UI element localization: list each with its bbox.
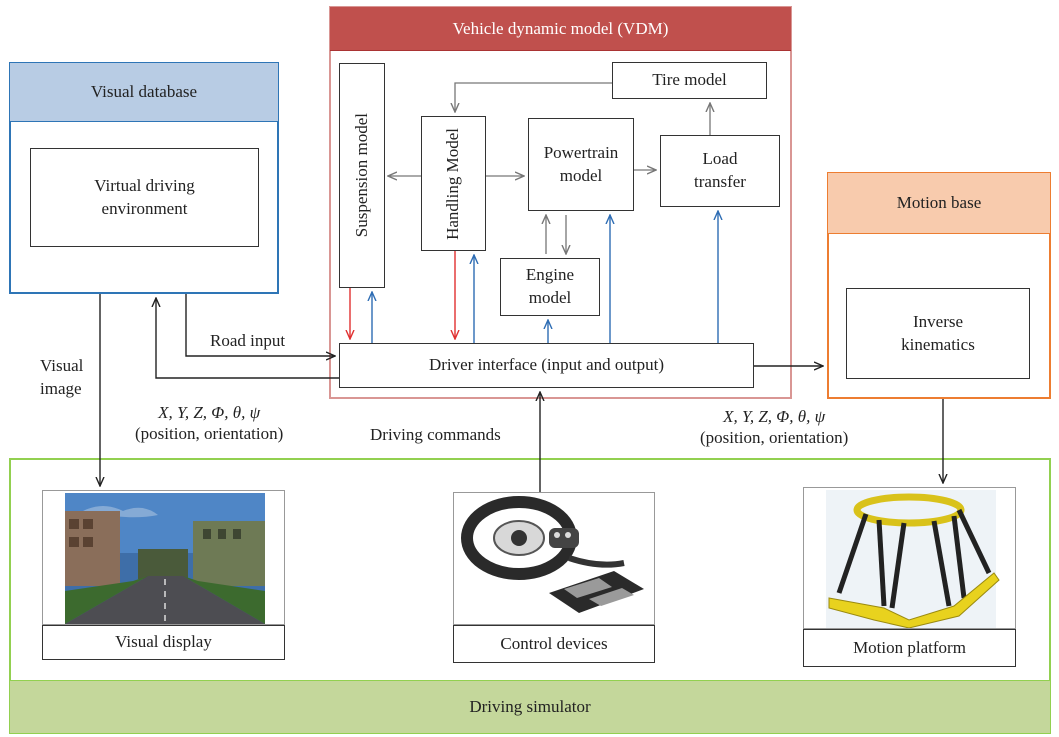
motion-base-title: Motion base bbox=[896, 193, 982, 212]
coords-right-values: X, Y, Z, Φ, θ, ψ bbox=[723, 407, 826, 426]
suspension-model-box: Suspension model bbox=[339, 63, 385, 288]
visual-database-header: Visual database bbox=[10, 63, 278, 122]
powertrain-model-box: Powertrain model bbox=[528, 118, 634, 211]
blue-arrows bbox=[372, 211, 718, 343]
driving-commands-label: Driving commands bbox=[370, 425, 501, 444]
motion-platform-box: Motion platform bbox=[803, 629, 1016, 667]
load-transfer-label: Load transfer bbox=[694, 149, 746, 191]
coords-left-sub: (position, orientation) bbox=[135, 424, 284, 444]
virtual-driving-environment-label: Virtual driving environment bbox=[94, 175, 195, 218]
motion-platform-image bbox=[803, 487, 1016, 629]
visual-image-label: Visual image bbox=[40, 356, 84, 398]
visual-display-image bbox=[42, 490, 285, 625]
vdm-title: Vehicle dynamic model (VDM) bbox=[452, 18, 669, 38]
driver-interface-label: Driver interface (input and output) bbox=[428, 355, 665, 375]
engine-model-label: Engine model bbox=[525, 265, 575, 307]
engine-model-box: Engine model bbox=[500, 258, 600, 316]
inverse-kinematics-label: Inverse kinematics bbox=[901, 311, 975, 354]
vdm-internal-arrows bbox=[388, 82, 710, 254]
inverse-kinematics-box: Inverse kinematics bbox=[846, 288, 1030, 379]
motion-base-header: Motion base bbox=[828, 173, 1050, 234]
driver-interface-box: Driver interface (input and output) bbox=[339, 343, 754, 388]
control-devices-box: Control devices bbox=[453, 625, 655, 663]
driving-simulator-container bbox=[9, 458, 1051, 734]
visual-display-label: Visual display bbox=[115, 632, 212, 652]
load-transfer-box: Load transfer bbox=[660, 135, 780, 207]
vdm-header: Vehicle dynamic model (VDM) bbox=[330, 7, 791, 51]
virtual-driving-environment-box: Virtual driving environment bbox=[30, 148, 259, 247]
visual-database-title: Visual database bbox=[90, 82, 198, 101]
driving-simulator-footer: Driving simulator bbox=[10, 680, 1050, 733]
handling-model-box: Handling Model bbox=[421, 116, 486, 251]
driving-simulator-title: Driving simulator bbox=[469, 697, 591, 716]
road-input-label: Road input bbox=[210, 331, 286, 350]
powertrain-model-label: Powertrain model bbox=[543, 142, 619, 185]
control-devices-image bbox=[453, 492, 655, 625]
coords-left-label: X, Y, Z, Φ, θ, ψ (position, orientation) bbox=[135, 402, 283, 445]
tire-model-label: Tire model bbox=[652, 70, 727, 90]
red-arrows bbox=[350, 251, 455, 339]
coords-left-values: X, Y, Z, Φ, θ, ψ bbox=[158, 403, 261, 422]
coords-right-label: X, Y, Z, Φ, θ, ψ (position, orientation) bbox=[700, 406, 848, 449]
steering-wheel-icon bbox=[461, 496, 644, 613]
hexapod-platform-icon bbox=[826, 490, 1000, 628]
coords-right-sub: (position, orientation) bbox=[700, 428, 849, 448]
road-scene-icon bbox=[65, 493, 265, 624]
motion-platform-label: Motion platform bbox=[853, 637, 966, 657]
visual-display-box: Visual display bbox=[42, 625, 285, 660]
external-arrows bbox=[100, 294, 943, 492]
tire-model-box: Tire model bbox=[612, 62, 767, 99]
control-devices-label: Control devices bbox=[500, 633, 608, 653]
